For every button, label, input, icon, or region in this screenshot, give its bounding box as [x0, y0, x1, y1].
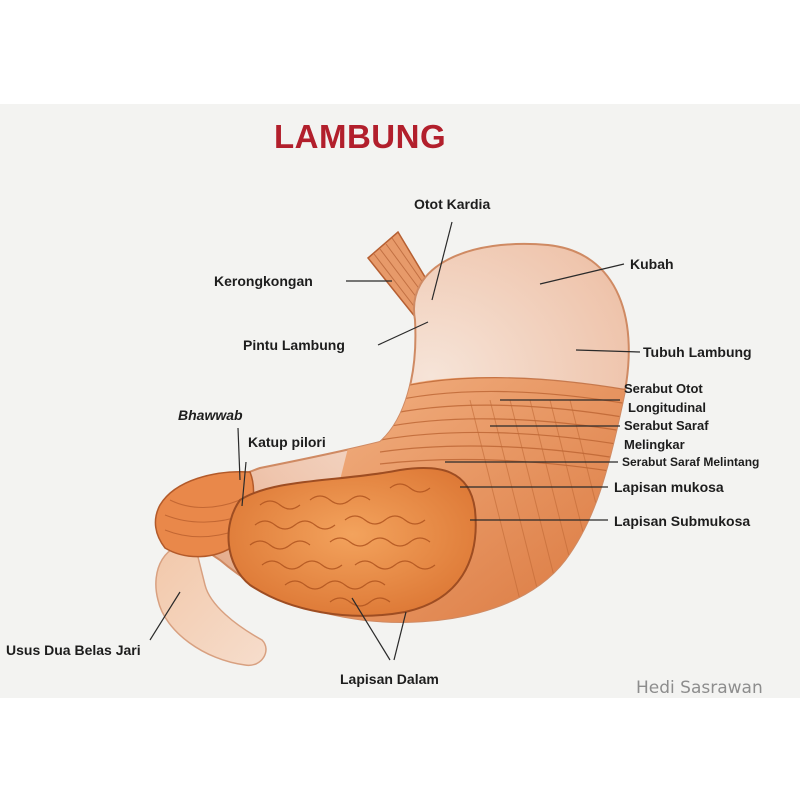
- label-katup-pilori: Katup pilori: [248, 434, 326, 450]
- label-lapisan-mukosa: Lapisan mukosa: [614, 479, 724, 495]
- label-serabut-otot: Serabut Otot: [624, 381, 703, 396]
- label-tubuh-lambung: Tubuh Lambung: [643, 344, 752, 360]
- label-usus-dua-belas-jari: Usus Dua Belas Jari: [6, 642, 141, 658]
- watermark: Hedi Sasrawan: [636, 678, 763, 698]
- label-lapisan-submukosa: Lapisan Submukosa: [614, 513, 751, 529]
- label-otot-kardia: Otot Kardia: [414, 196, 491, 212]
- gastric-mucosa: [227, 467, 477, 617]
- label-lapisan-dalam: Lapisan Dalam: [340, 671, 439, 687]
- duodenum: [155, 543, 267, 666]
- label-serabut-saraf: Serabut Saraf: [624, 418, 709, 433]
- label-pintu-lambung: Pintu Lambung: [243, 337, 345, 353]
- rugae: [249, 483, 436, 607]
- label-longitudinal: Longitudinal: [628, 400, 706, 415]
- label-serabut-melintang: Serabut Saraf Melintang: [622, 455, 760, 469]
- label-bhawwab: Bhawwab: [178, 407, 243, 423]
- label-melingkar: Melingkar: [624, 437, 685, 452]
- leader-lines: [149, 221, 641, 661]
- label-kubah: Kubah: [630, 256, 674, 272]
- label-kerongkongan: Kerongkongan: [214, 273, 313, 289]
- diagram-title: LAMBUNG: [274, 118, 447, 155]
